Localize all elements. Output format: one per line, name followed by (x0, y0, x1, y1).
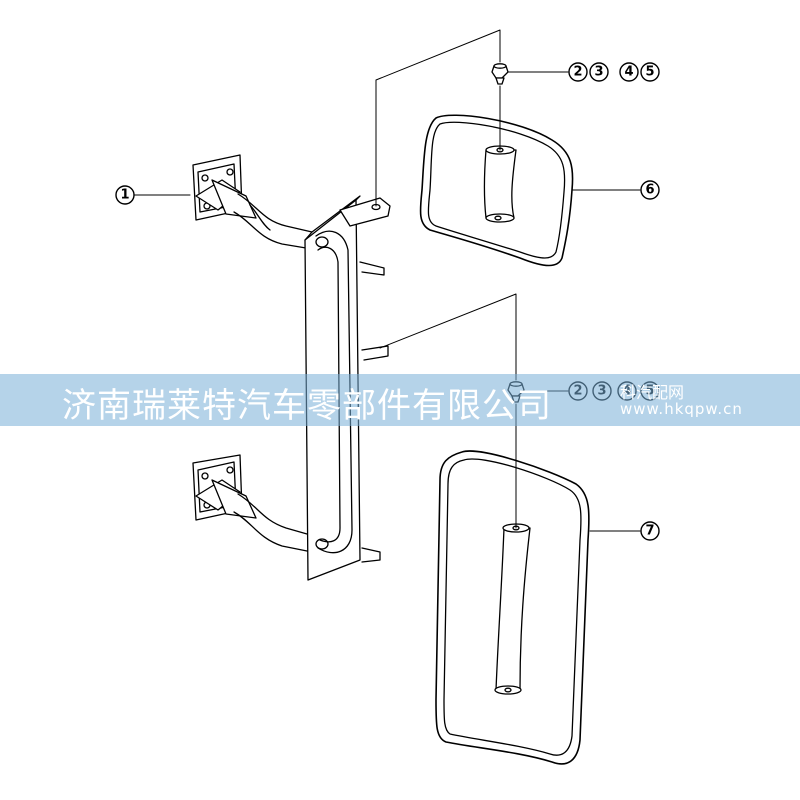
callout-circle-upper-3 (589, 62, 609, 82)
callout-label-upper-4: 4 (624, 65, 633, 80)
lower-mirror-head (435, 450, 590, 765)
watermark-company-text: 济南瑞莱特汽车零部件有限公司 (62, 386, 552, 426)
leader-lines (133, 29, 641, 532)
callout-label-upper-5: 5 (645, 65, 654, 80)
upper-fastener (491, 63, 509, 85)
callout-label-6: 6 (645, 183, 654, 198)
callout-circle-6 (640, 180, 660, 200)
watermark-site-name: 科汽配网 (620, 383, 685, 402)
callout-label-upper-3: 3 (594, 65, 603, 80)
upper-mirror-head (419, 114, 574, 267)
watermark-site-url: www.hkqpw.cn (620, 400, 743, 418)
callout-circle-upper-5 (640, 62, 660, 82)
callout-circle-upper-2 (568, 62, 588, 82)
callout-circle-upper-4 (619, 62, 639, 82)
callout-label-7: 7 (645, 524, 654, 539)
callout-circle-1 (115, 185, 135, 205)
callout-label-upper-2: 2 (573, 65, 582, 80)
watermark-banner (0, 374, 800, 426)
callout-circle-7 (640, 521, 660, 541)
mirror-arm-bracket (192, 154, 391, 581)
callout-label-1: 1 (120, 188, 129, 203)
